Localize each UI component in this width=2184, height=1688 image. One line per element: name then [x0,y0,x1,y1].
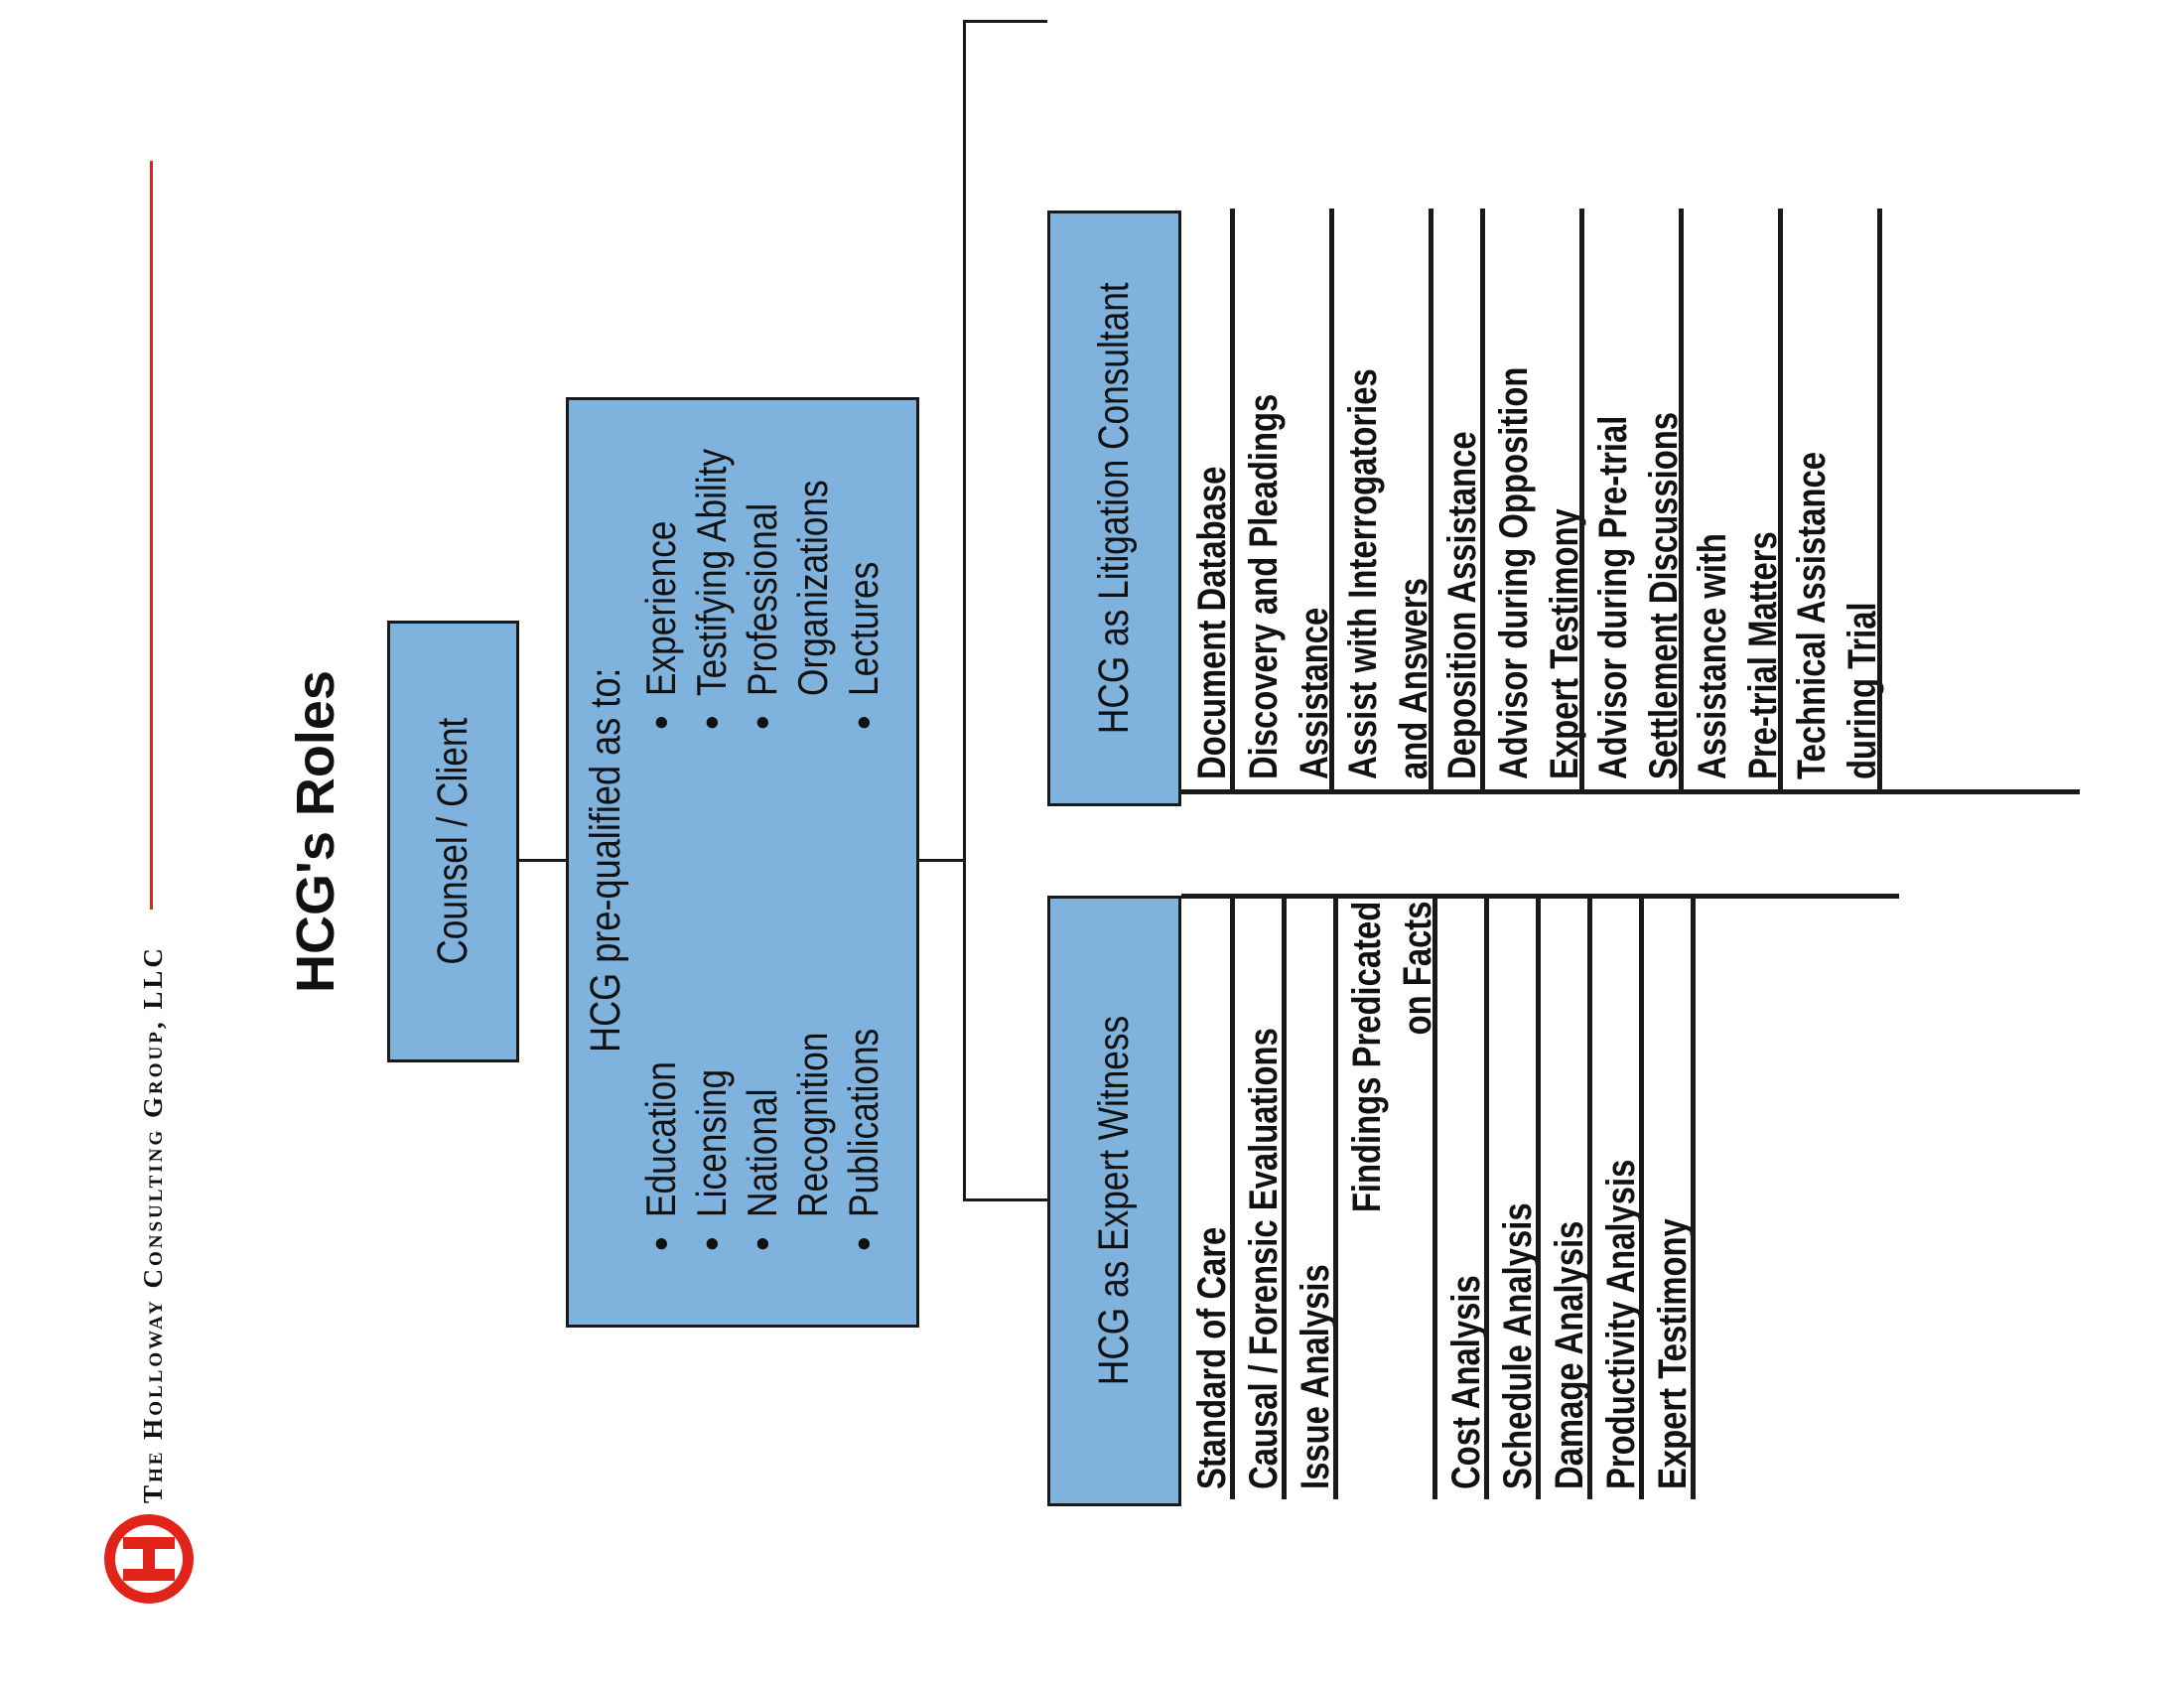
litigation-item-separator [1480,209,1485,789]
prequal-bullet-item: • National [737,993,787,1251]
litigation-items-top-border [1181,789,2080,794]
prequal-item-text: Testifying Ability [688,448,735,696]
bullet-icon: • [739,1236,785,1251]
expert-item-separator [1639,894,1644,1499]
prequal-bullet-item: • Lectures [838,402,888,730]
litigation-item-separator [1230,209,1235,789]
litigation-item-separator [1778,209,1783,789]
counsel-client-label: Counsel / Client [429,718,477,965]
expert-item: Damage Analysis [1545,894,1591,1499]
litigation-item-separator [1679,209,1684,789]
expert-item-separator [1536,894,1541,1499]
page-title: HCG's Roles [286,670,345,993]
connector-expert [963,1198,1047,1201]
connector-root [519,859,566,862]
expert-item-separator [1587,894,1592,1499]
expert-item: Schedule Analysis [1493,894,1540,1499]
prequal-bullet-item: • Education [635,993,686,1251]
prequal-item-text: Recognition [789,1032,836,1217]
prequal-bullet-item: • Licensing [686,993,737,1251]
expert-item-separator [1230,894,1235,1499]
connector-bus [963,20,966,1201]
expert-item: Expert Testimony [1648,894,1695,1499]
bullet-icon: • [688,715,735,730]
litigation-consultant-label: HCG as Litigation Consultant [1090,282,1138,735]
expert-item-separator [1433,894,1437,1499]
litigation-item-separator [1877,209,1882,789]
prequal-item-text: National [739,1088,785,1217]
prequal-bullet-item: Organizations [787,402,838,730]
prequal-item-text: Education [637,1061,684,1217]
expert-item: Productivity Analysis [1596,894,1643,1499]
connector-litigation [963,20,1047,23]
prequal-item-text: Lectures [840,561,887,696]
connector-prequal [919,859,966,862]
expert-item: Standard of Care [1187,894,1234,1499]
bullet-icon: • [637,715,684,730]
prequal-item-text: Licensing [688,1068,735,1217]
prequal-item-text: Experience [637,520,684,696]
bullet-icon: • [637,1236,684,1251]
prequalified-list-right: • Experience • Testifying Ability • Professio… [635,402,888,730]
red-rule [150,161,153,910]
expert-item: Issue Analysis [1291,894,1337,1499]
prequal-bullet-item: • Testifying Ability [686,402,737,730]
bullet-icon: • [840,715,887,730]
litigation-item-text: Assistance with [1691,533,1734,779]
prequal-item-text: Organizations [789,480,836,696]
litigation-item: Deposition Assistance [1437,209,1484,789]
prequal-bullet-item: Recognition [787,993,838,1251]
litigation-item: Document Database [1187,209,1234,789]
litigation-item-text: Advisor during Pre-trial [1591,415,1635,779]
litigation-consultant-box: HCG as Litigation Consultant [1047,211,1181,806]
prequalified-heading: HCG pre-qualified as to: [582,667,629,1053]
expert-witness-box: HCG as Expert Witness [1047,896,1181,1506]
prequal-item-text: Publications [840,1028,887,1217]
bullet-icon: • [739,715,785,730]
prequal-item-text: Professional [739,502,785,696]
prequal-bullet-item: • Publications [838,993,888,1251]
expert-item-separator [1691,894,1696,1499]
litigation-item-text: Discovery and Pleadings [1242,393,1286,779]
prequal-bullet-item: • Professional [737,402,787,730]
bullet-icon: • [840,1236,887,1251]
expert-item-separator [1484,894,1489,1499]
expert-item-separator [1333,894,1338,1499]
expert-item-text: Findings Predicated [1345,902,1389,1213]
company-name: The Holloway Consulting Group, LLC [138,945,168,1503]
litigation-item-separator [1329,209,1334,789]
expert-item: Causal / Forensic Evaluations [1239,894,1286,1499]
expert-witness-label: HCG as Expert Witness [1090,1016,1138,1386]
bullet-icon: • [688,1236,735,1251]
litigation-item-separator [1579,209,1584,789]
litigation-item-separator [1429,209,1433,789]
expert-item: Cost Analysis [1441,894,1488,1499]
counsel-client-box: Counsel / Client [387,621,519,1062]
prequal-bullet-item: • Experience [635,402,686,730]
litigation-item-text: Advisor during Opposition [1492,366,1536,779]
expert-item-separator [1282,894,1287,1499]
litigation-item-text: Technical Assistance [1790,452,1834,779]
litigation-item-text: Assist with Interrogatories [1341,368,1385,779]
hcg-logo-icon [104,1514,194,1604]
